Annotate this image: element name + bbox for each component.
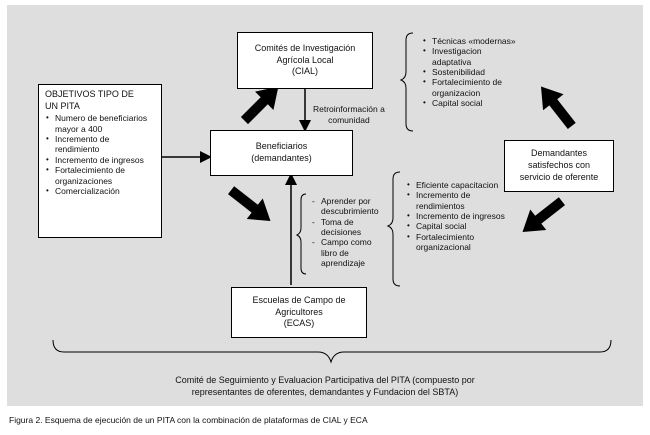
eca-result-item: Incremento de ingresos bbox=[407, 211, 506, 221]
block-arrow-to-ecas bbox=[228, 186, 271, 222]
objetivos-item: Incremento de rendimiento bbox=[46, 134, 155, 155]
eca-result-item: Incremento de rendimientos bbox=[407, 190, 506, 211]
eca-method-item: Toma de decisiones bbox=[312, 217, 387, 238]
committee-line-2: representantes de oferentes, demandantes… bbox=[191, 386, 459, 397]
cial-result-item: Técnicas «modernas» bbox=[423, 36, 522, 46]
eca-results-list: Eficiente capacitacion Incremento de ren… bbox=[406, 180, 506, 253]
objetivos-item: Comercialización bbox=[46, 186, 155, 196]
eca-method-item: Aprender por descubrimiento bbox=[312, 196, 387, 217]
eca-result-item: Eficiente capacitacion bbox=[407, 180, 506, 190]
eca-methods-list: Aprender por descubrimiento Toma de deci… bbox=[311, 196, 387, 269]
eca-result-item: Fortalecimiento organizacional bbox=[407, 232, 506, 253]
block-arrow-to-cial bbox=[240, 86, 279, 125]
objetivos-item: Numero de beneficiarios mayor a 400 bbox=[46, 113, 155, 134]
beneficiarios-box: Beneficiarios (demandantes) bbox=[210, 130, 353, 176]
cial-line-3: (CIAL) bbox=[291, 66, 318, 77]
cial-result-item: Capital social bbox=[423, 98, 522, 108]
beneficiarios-line-2: (demandantes) bbox=[251, 153, 312, 163]
block-arrow-from-demandantes bbox=[522, 197, 565, 233]
beneficiarios-line-1: Beneficiarios bbox=[255, 141, 308, 152]
committee-text: Comité de Seguimiento y Evaluacion Parti… bbox=[90, 375, 560, 398]
block-arrow-to-demandantes bbox=[540, 86, 576, 129]
figure-caption: Figura 2. Esquema de ejecución de un PIT… bbox=[9, 415, 368, 425]
cial-results-brace bbox=[399, 32, 414, 132]
ecas-box: Escuelas de Campo de Agricultores (ECAS) bbox=[231, 287, 367, 338]
cial-result-item: Investigacion adaptativa bbox=[423, 46, 522, 67]
committee-line-1: Comité de Seguimiento y Evaluacion Parti… bbox=[175, 375, 475, 385]
objetivos-box: OBJETIVOS TIPO DE UN PITA Numero de bene… bbox=[38, 84, 162, 238]
eca-results-brace bbox=[386, 171, 401, 287]
feedback-line-2: comunidad bbox=[328, 114, 370, 125]
cial-line-2: Agrícola Local bbox=[276, 54, 334, 65]
objetivos-item: Incremento de ingresos bbox=[46, 155, 155, 165]
objetivos-title-2: UN PITA bbox=[45, 100, 80, 111]
cial-box: Comités de Investigación Agrícola Local … bbox=[237, 32, 373, 89]
objetivos-title-1: OBJETIVOS TIPO DE bbox=[45, 89, 134, 99]
cial-result-item: Fortalecimiento de organizacion bbox=[423, 77, 522, 98]
cial-results-list: Técnicas «modernas» Investigacion adapta… bbox=[422, 36, 522, 109]
eca-methods-brace bbox=[295, 193, 307, 275]
cial-result-item: Sostenibilidad bbox=[423, 67, 522, 77]
ecas-line-3: (ECAS) bbox=[283, 318, 315, 329]
committee-brace bbox=[52, 339, 612, 364]
eca-method-item: Campo como libro de aprendizaje bbox=[312, 237, 387, 268]
demandantes-line-1: Demandantes bbox=[530, 148, 588, 159]
demandantes-line-3: servicio de oferente bbox=[519, 171, 599, 182]
feedback-line-1: Retroinformación a bbox=[313, 104, 385, 114]
demandantes-line-2: satisfechos con bbox=[527, 160, 591, 171]
eca-result-item: Capital social bbox=[407, 221, 506, 231]
feedback-label: Retroinformación a comunidad bbox=[313, 104, 385, 125]
ecas-line-2: Agricultores bbox=[275, 306, 323, 317]
objetivos-item: Fortalecimiento de organizaciones bbox=[46, 165, 155, 186]
objetivos-list: Numero de beneficiarios mayor a 400 Incr… bbox=[45, 113, 155, 196]
ecas-line-1: Escuelas de Campo de bbox=[252, 294, 346, 305]
cial-line-1: Comités de Investigación bbox=[254, 42, 356, 53]
demandantes-box: Demandantes satisfechos con servicio de … bbox=[504, 140, 614, 192]
